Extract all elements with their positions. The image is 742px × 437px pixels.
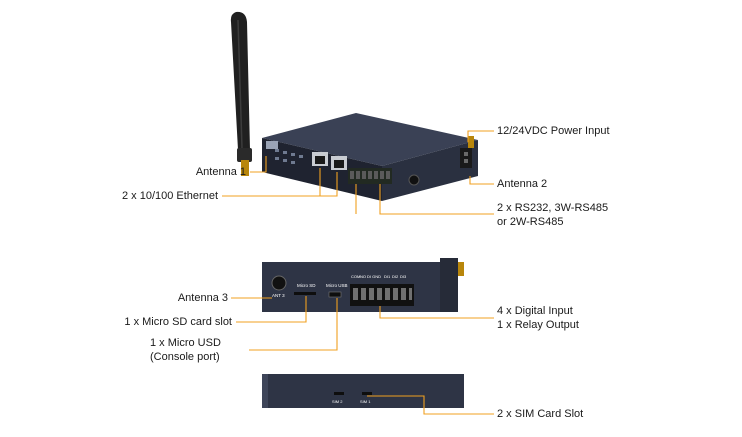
svg-text:NO: NO: [360, 274, 366, 279]
callout-ethernet: 2 x 10/100 Ethernet: [121, 190, 218, 202]
callout-micro-usb-line-2: (Console port): [150, 351, 220, 363]
digital-io-terminal-graphic: [350, 284, 414, 306]
leader-lines: [222, 130, 494, 415]
antenna-1-graphic: [230, 11, 252, 176]
power-input-graphic: [460, 136, 474, 168]
callout-antenna-2: Antenna 2: [497, 178, 548, 190]
micro-sd-marking: Micro SD: [297, 283, 316, 288]
micro-usb-marking: Micro USB: [326, 283, 348, 288]
svg-text:DI3: DI3: [400, 274, 407, 279]
callout-relay-output: 1 x Relay Output: [497, 319, 579, 331]
svg-text:COM: COM: [351, 274, 360, 279]
callout-sim-slot: 2 x SIM Card Slot: [497, 408, 584, 420]
callout-serial-line-2: or 2W-RS485: [497, 216, 564, 228]
svg-text:DI2: DI2: [392, 274, 399, 279]
ethernet-ports-graphic: [312, 152, 347, 170]
callout-antenna-3: Antenna 3: [177, 292, 228, 304]
callout-micro-sd: 1 x Micro SD card slot: [124, 316, 232, 328]
sim1-marking: SIM 1: [360, 399, 371, 404]
svg-text:DI GND: DI GND: [367, 274, 381, 279]
svg-text:DI1: DI1: [384, 274, 391, 279]
callout-micro-usb-line-1: 1 x Micro USD: [150, 337, 221, 349]
serial-terminal-graphic: [348, 168, 392, 184]
bottom-device: [262, 374, 464, 408]
callout-digital-input: 4 x Digital Input: [497, 305, 573, 317]
sim2-marking: SIM 2: [332, 399, 343, 404]
isometric-device: [230, 11, 478, 201]
ant3-marking: ANT 3: [272, 293, 285, 298]
callout-power-input: 12/24VDC Power Input: [497, 125, 610, 137]
callout-serial-line-1: 2 x RS232, 3W-RS485: [497, 202, 609, 214]
callout-antenna-1: Antenna 1: [195, 166, 246, 178]
